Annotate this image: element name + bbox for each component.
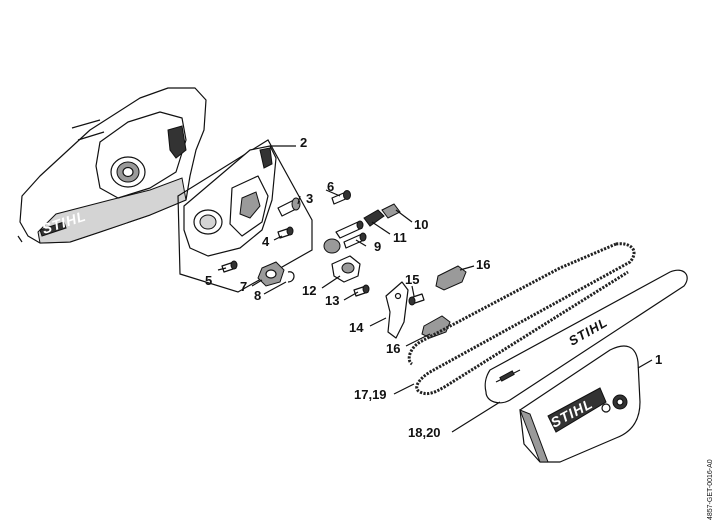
callout-4: 4 — [262, 234, 270, 249]
callout-labels: 1 2 3 4 5 6 7 8 9 10 11 12 13 14 15 16 1… — [205, 135, 662, 440]
callout-13: 13 — [325, 293, 339, 308]
screw-6 — [331, 190, 351, 205]
pad-16-upper — [435, 265, 467, 291]
screw-13 — [353, 284, 370, 297]
screw-15 — [408, 293, 425, 306]
callout-11: 11 — [393, 230, 407, 245]
nut-7 — [257, 261, 285, 287]
leader-lines — [217, 145, 653, 433]
callout-16-lower: 16 — [386, 341, 400, 356]
callout-7: 7 — [240, 279, 247, 294]
callout-18-20: 18,20 — [408, 425, 441, 440]
callout-12: 12 — [302, 283, 316, 298]
callout-17-19: 17,19 — [354, 387, 387, 402]
assembly-frame — [177, 139, 313, 293]
callout-14: 14 — [349, 320, 364, 335]
screw-3 — [277, 197, 301, 217]
callout-2: 2 — [300, 135, 307, 150]
spring-10 — [381, 203, 401, 219]
clip-8 — [287, 271, 295, 283]
gear-housing-plate — [183, 145, 277, 257]
screw-4 — [277, 226, 294, 239]
motor-housing: STIHL — [17, 87, 207, 244]
tensioner-12 — [323, 238, 361, 283]
callout-5: 5 — [205, 273, 212, 288]
plate-14 — [385, 281, 409, 339]
sprocket-cover: STIHL — [519, 345, 641, 463]
callout-15: 15 — [405, 272, 419, 287]
screw-5 — [221, 260, 238, 273]
callout-10: 10 — [414, 217, 428, 232]
callout-8: 8 — [254, 288, 261, 303]
pad-16-lower — [421, 315, 451, 339]
callout-9: 9 — [374, 239, 381, 254]
drawing-code: 4857-GET-0016-A0 — [707, 459, 714, 520]
callout-3: 3 — [306, 191, 313, 206]
screw-9 — [335, 220, 367, 249]
callout-6: 6 — [327, 179, 334, 194]
callout-1: 1 — [655, 352, 662, 367]
callout-16-upper: 16 — [476, 257, 490, 272]
part-11 — [363, 209, 385, 227]
saw-chain — [407, 242, 636, 396]
